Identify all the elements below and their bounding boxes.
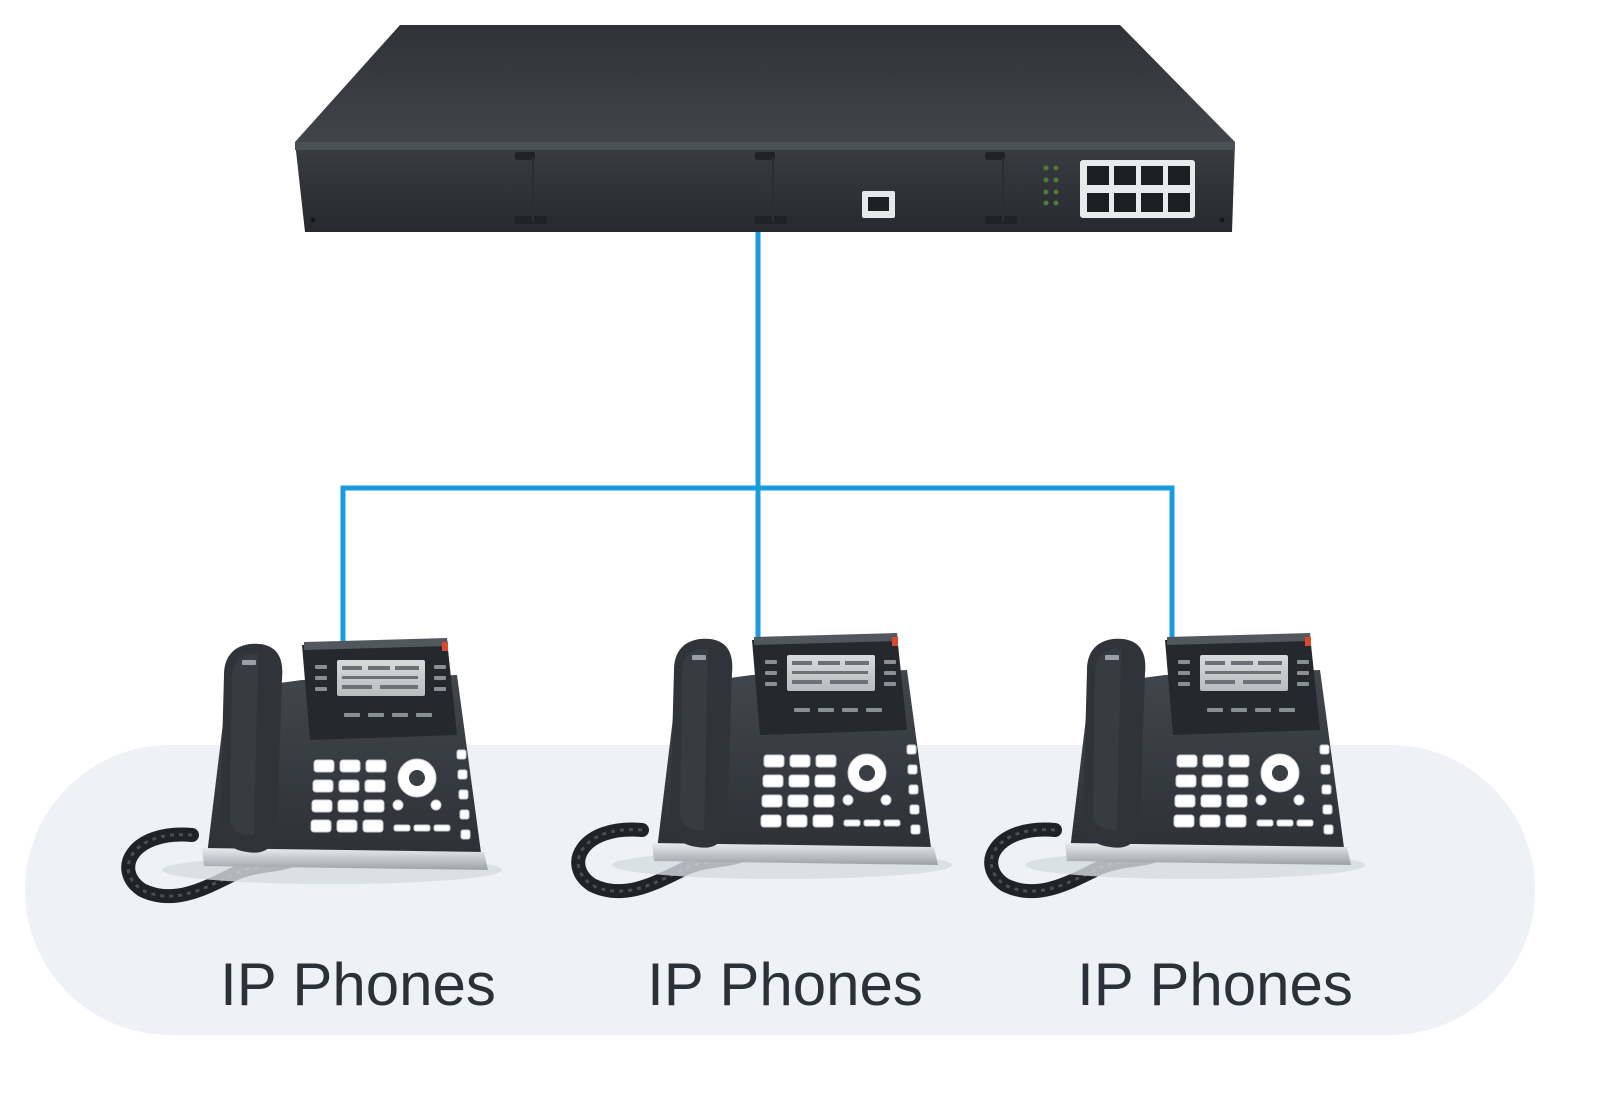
phone-label: IP Phones	[647, 951, 923, 1018]
phone-label: IP Phones	[1077, 951, 1353, 1018]
phone-label: IP Phones	[220, 951, 496, 1018]
branch-line	[340, 485, 1175, 647]
connection-lines	[340, 228, 1175, 665]
network-switch-icon	[295, 25, 1235, 232]
